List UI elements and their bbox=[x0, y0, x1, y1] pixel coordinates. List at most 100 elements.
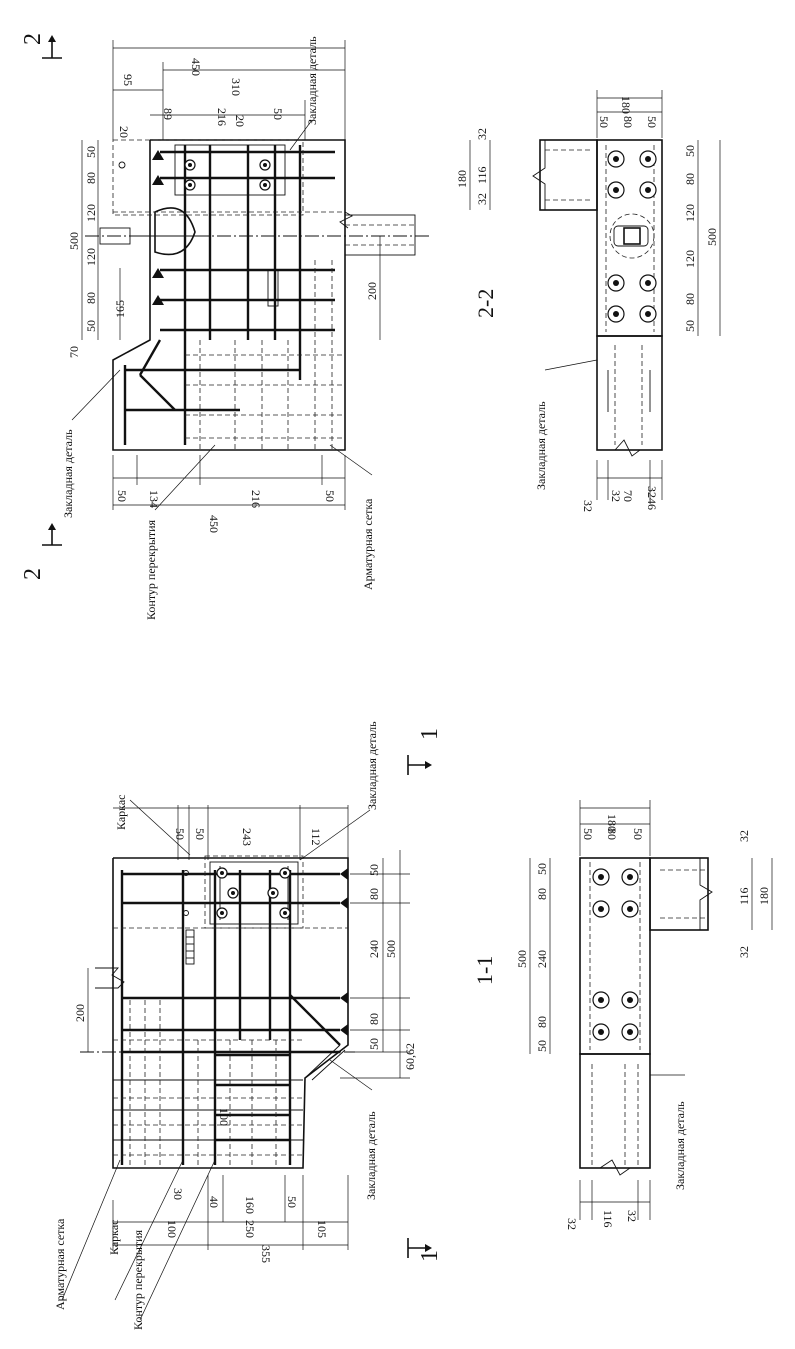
dim-left-r50b: 50 bbox=[367, 1038, 381, 1050]
dim-right-t50: 50 bbox=[271, 108, 285, 120]
dim-right-b216: 216 bbox=[249, 490, 263, 508]
dim-s22-l32a: 32 bbox=[475, 128, 489, 140]
dim-s22-r500: 500 bbox=[705, 228, 719, 246]
dim-s11-t180: 180 bbox=[605, 814, 619, 832]
dim-left-b40: 40 bbox=[207, 1196, 221, 1208]
label-zakladnaya-s11: Закладная деталь bbox=[673, 1101, 687, 1190]
label-armsetka-left: Арматурная сетка bbox=[53, 1218, 67, 1310]
section-2-2: 180 50 80 50 50 80 120 500 120 80 50 180… bbox=[455, 90, 721, 512]
dim-s11-r116: 116 bbox=[737, 887, 751, 905]
cut-mark-1-top: 1 bbox=[417, 728, 443, 740]
dim-s11-r32b: 32 bbox=[737, 946, 751, 958]
label-kontur-left: Контур перекрытия bbox=[131, 1229, 145, 1330]
dim-left-243: 243 bbox=[240, 828, 254, 846]
dim-left-b50: 50 bbox=[285, 1196, 299, 1208]
dim-left-r6062: 60,62 bbox=[403, 1043, 417, 1070]
dim-right-t450: 450 bbox=[189, 58, 203, 76]
cut-mark-2-bottom: 2 bbox=[20, 568, 46, 580]
dim-right-r80b: 80 bbox=[84, 292, 98, 304]
dim-s22-l116: 116 bbox=[475, 166, 489, 184]
label-zakladnaya-s22: Закладная деталь bbox=[534, 401, 548, 490]
dim-right-r80a: 80 bbox=[84, 172, 98, 184]
section-title-2-2: 2-2 bbox=[473, 289, 498, 318]
dim-right-t20b: 20 bbox=[233, 115, 247, 127]
dim-left-r500: 500 bbox=[384, 940, 398, 958]
dim-left-r80a: 80 bbox=[367, 888, 381, 900]
dim-right-r50a: 50 bbox=[84, 146, 98, 158]
dim-s22-r120b: 120 bbox=[683, 250, 697, 268]
dim-s11-l500: 500 bbox=[515, 950, 529, 968]
dim-s22-t180: 180 bbox=[619, 96, 633, 114]
dim-right-r120b: 120 bbox=[84, 248, 98, 266]
dim-s11-l50a: 50 bbox=[535, 863, 549, 875]
dim-left-200: 200 bbox=[73, 1004, 87, 1022]
dim-s22-b46: 3246 bbox=[645, 486, 659, 510]
dim-left-b160: 160 bbox=[243, 1196, 257, 1214]
dim-right-t20: 20 bbox=[117, 126, 131, 138]
dim-right-b50b: 50 bbox=[323, 490, 337, 502]
dim-s22-b70: 70 bbox=[621, 490, 635, 502]
right-plan-view: 450 310 95 20 89 216 20 50 50 80 120 500… bbox=[20, 33, 498, 620]
dim-right-r165: 165 bbox=[113, 300, 127, 318]
dim-s11-r32a: 32 bbox=[737, 830, 751, 842]
dim-s11-l50b: 50 bbox=[535, 1040, 549, 1052]
label-armsetka-right: Арматурная сетка bbox=[361, 498, 375, 590]
label-zakladnaya-left-bottom: Закладная деталь bbox=[364, 1111, 378, 1200]
dim-s11-t50a: 50 bbox=[581, 828, 595, 840]
dim-right-t216: 216 bbox=[215, 108, 229, 126]
dim-s11-t50b: 50 bbox=[631, 828, 645, 840]
cut-mark-2-top: 2 bbox=[20, 33, 46, 45]
dim-left-100: 100 bbox=[217, 1108, 231, 1126]
dim-left-30: 30 bbox=[171, 1188, 185, 1200]
dim-right-r500: 500 bbox=[67, 232, 81, 250]
dim-s22-b32b: 32 bbox=[609, 490, 623, 502]
section-2-2-bolts bbox=[607, 150, 657, 323]
dim-s22-r50a: 50 bbox=[683, 145, 697, 157]
dim-right-t95: 95 bbox=[121, 74, 135, 86]
dim-right-r50b: 50 bbox=[84, 320, 98, 332]
dim-left-b100: 100 bbox=[165, 1220, 179, 1238]
section-title-1-1: 1-1 bbox=[472, 956, 497, 985]
section-1-1: 180 50 80 50 50 80 240 500 80 50 32 116 … bbox=[515, 800, 773, 1230]
dim-s22-b32a: 32 bbox=[581, 500, 595, 512]
dim-s22-t50b: 50 bbox=[645, 116, 659, 128]
label-zakladnaya-right-top: Закладная деталь bbox=[305, 36, 319, 125]
dim-s11-b32b: 32 bbox=[625, 1210, 639, 1222]
dim-s11-b32a: 32 bbox=[565, 1218, 579, 1230]
dim-s22-r120a: 120 bbox=[683, 204, 697, 222]
dim-s22-r80a: 80 bbox=[683, 173, 697, 185]
dim-s22-r50b: 50 bbox=[683, 320, 697, 332]
dim-left-b105: 105 bbox=[315, 1220, 329, 1238]
dim-left-50a: 50 bbox=[173, 828, 187, 840]
dim-s22-r80b: 80 bbox=[683, 293, 697, 305]
dim-s22-t80: 80 bbox=[621, 116, 635, 128]
dim-left-b355: 355 bbox=[259, 1245, 273, 1263]
label-karkas-left-bottom: Каркас bbox=[107, 1220, 121, 1255]
dim-s11-b116: 116 bbox=[601, 1210, 615, 1228]
label-kontur-right: Контур перекрытия bbox=[144, 519, 158, 620]
dim-left-112: 112 bbox=[309, 828, 323, 846]
dim-s11-l240: 240 bbox=[535, 950, 549, 968]
left-plan-view: 50 50 243 112 50 80 240 500 80 50 60,62 … bbox=[53, 721, 497, 1330]
dim-right-b50a: 50 bbox=[115, 490, 129, 502]
dim-right-t310: 310 bbox=[229, 78, 243, 96]
dim-right-b450: 450 bbox=[207, 515, 221, 533]
cut-mark-1-bottom: 1 bbox=[417, 1250, 443, 1262]
dim-left-50b: 50 bbox=[193, 828, 207, 840]
dim-left-r80b: 80 bbox=[367, 1013, 381, 1025]
dim-left-r50a: 50 bbox=[367, 864, 381, 876]
dim-right-b134: 134 bbox=[147, 490, 161, 508]
dim-s11-t80: 80 bbox=[605, 828, 619, 840]
dim-right-t89: 89 bbox=[161, 108, 175, 120]
dim-left-r240: 240 bbox=[367, 940, 381, 958]
dim-s22-t50a: 50 bbox=[597, 116, 611, 128]
label-karkas-left-top: Каркас bbox=[114, 795, 128, 830]
section-1-1-bolts bbox=[592, 868, 639, 1041]
dim-s22-l180: 180 bbox=[455, 170, 469, 188]
dim-s22-l32b: 32 bbox=[475, 193, 489, 205]
dim-s11-r180: 180 bbox=[757, 887, 771, 905]
label-zakladnaya-right-left: Закладная деталь bbox=[61, 429, 75, 518]
dim-s11-l80b: 80 bbox=[535, 1016, 549, 1028]
dim-right-r120a: 120 bbox=[84, 204, 98, 222]
